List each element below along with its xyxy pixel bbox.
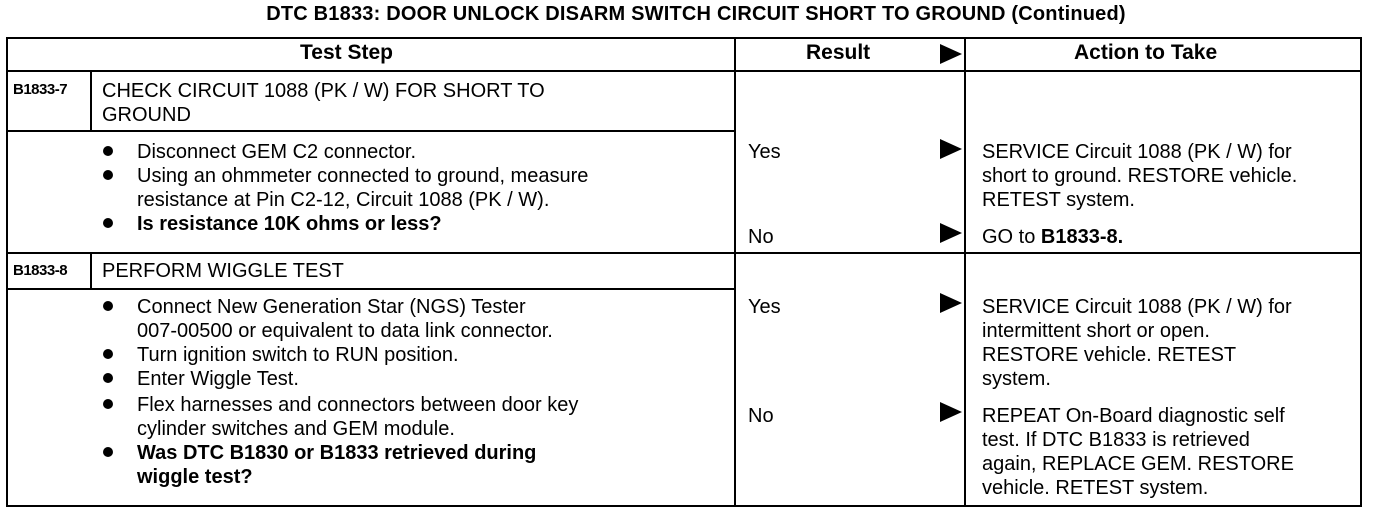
- action-text: system.: [982, 368, 1051, 390]
- col-divider-action: [964, 37, 966, 507]
- col-divider-result: [734, 37, 736, 507]
- action-text: SERVICE Circuit 1088 (PK / W) for: [982, 296, 1292, 318]
- action-text: test. If DTC B1833 is retrieved: [982, 429, 1250, 451]
- result-yes: Yes: [748, 296, 781, 318]
- step-instruction: Enter Wiggle Test.: [137, 368, 299, 390]
- bullet-icon: [103, 373, 113, 383]
- result-no: No: [748, 226, 774, 248]
- page-title: DTC B1833: DOOR UNLOCK DISARM SWITCH CIR…: [266, 3, 1126, 25]
- step7-id-divider: [90, 71, 92, 131]
- bullet-icon: [103, 447, 113, 457]
- bullet-icon: [103, 301, 113, 311]
- arrow-icon: [940, 139, 962, 159]
- step8-id-divider: [90, 253, 92, 289]
- header-result: Result: [806, 41, 871, 64]
- step-id: B1833-8: [13, 262, 68, 279]
- header-arrow-icon: [940, 44, 962, 64]
- step-instruction: Disconnect GEM C2 connector.: [137, 141, 417, 163]
- arrow-icon: [940, 402, 962, 422]
- arrow-icon: [940, 223, 962, 243]
- bullet-icon: [103, 349, 113, 359]
- step8-title-bottom: [6, 288, 735, 290]
- header-action: Action to Take: [1074, 41, 1218, 64]
- step-divider: [6, 252, 1362, 254]
- step-instruction: Connect New Generation Star (NGS) Tester: [137, 296, 526, 318]
- action-text: short to ground. RESTORE vehicle.: [982, 165, 1298, 187]
- action-text: RETEST system.: [982, 189, 1135, 211]
- arrow-icon: [940, 293, 962, 313]
- step-instruction: resistance at Pin C2-12, Circuit 1088 (P…: [137, 189, 550, 211]
- step-id: B1833-7: [13, 81, 68, 98]
- step-title: PERFORM WIGGLE TEST: [102, 260, 344, 282]
- step-question: wiggle test?: [137, 466, 253, 488]
- header-divider: [6, 70, 1362, 72]
- result-yes: Yes: [748, 141, 781, 163]
- action-text: GO to B1833-8.: [982, 225, 1123, 249]
- bullet-icon: [103, 170, 113, 180]
- step-instruction: 007-00500 or equivalent to data link con…: [137, 320, 553, 342]
- action-goto-label: GO to: [982, 226, 1041, 248]
- bullet-icon: [103, 146, 113, 156]
- action-text: RESTORE vehicle. RETEST: [982, 344, 1237, 366]
- step-instruction: Turn ignition switch to RUN position.: [137, 344, 459, 366]
- header-test-step: Test Step: [300, 41, 393, 64]
- action-text: intermittent short or open.: [982, 320, 1210, 342]
- bullet-icon: [103, 218, 113, 228]
- step7-title-bottom: [6, 130, 735, 132]
- step-question: Was DTC B1830 or B1833 retrieved during: [137, 442, 537, 464]
- action-goto-step-link[interactable]: B1833-8.: [1040, 226, 1124, 248]
- step-instruction: cylinder switches and GEM module.: [137, 418, 455, 440]
- bullet-icon: [103, 399, 113, 409]
- action-text: REPEAT On-Board diagnostic self: [982, 405, 1285, 427]
- step-question: Is resistance 10K ohms or less?: [137, 213, 442, 235]
- step-title: GROUND: [102, 104, 191, 126]
- action-text: again, REPLACE GEM. RESTORE: [982, 453, 1294, 475]
- step-instruction: Flex harnesses and connectors between do…: [137, 394, 579, 416]
- diagnostic-table: [6, 37, 1362, 507]
- step-title: CHECK CIRCUIT 1088 (PK / W) FOR SHORT TO: [102, 80, 545, 102]
- action-text: SERVICE Circuit 1088 (PK / W) for: [982, 141, 1292, 163]
- result-no: No: [748, 405, 774, 427]
- step-instruction: Using an ohmmeter connected to ground, m…: [137, 165, 589, 187]
- action-text: vehicle. RETEST system.: [982, 477, 1209, 499]
